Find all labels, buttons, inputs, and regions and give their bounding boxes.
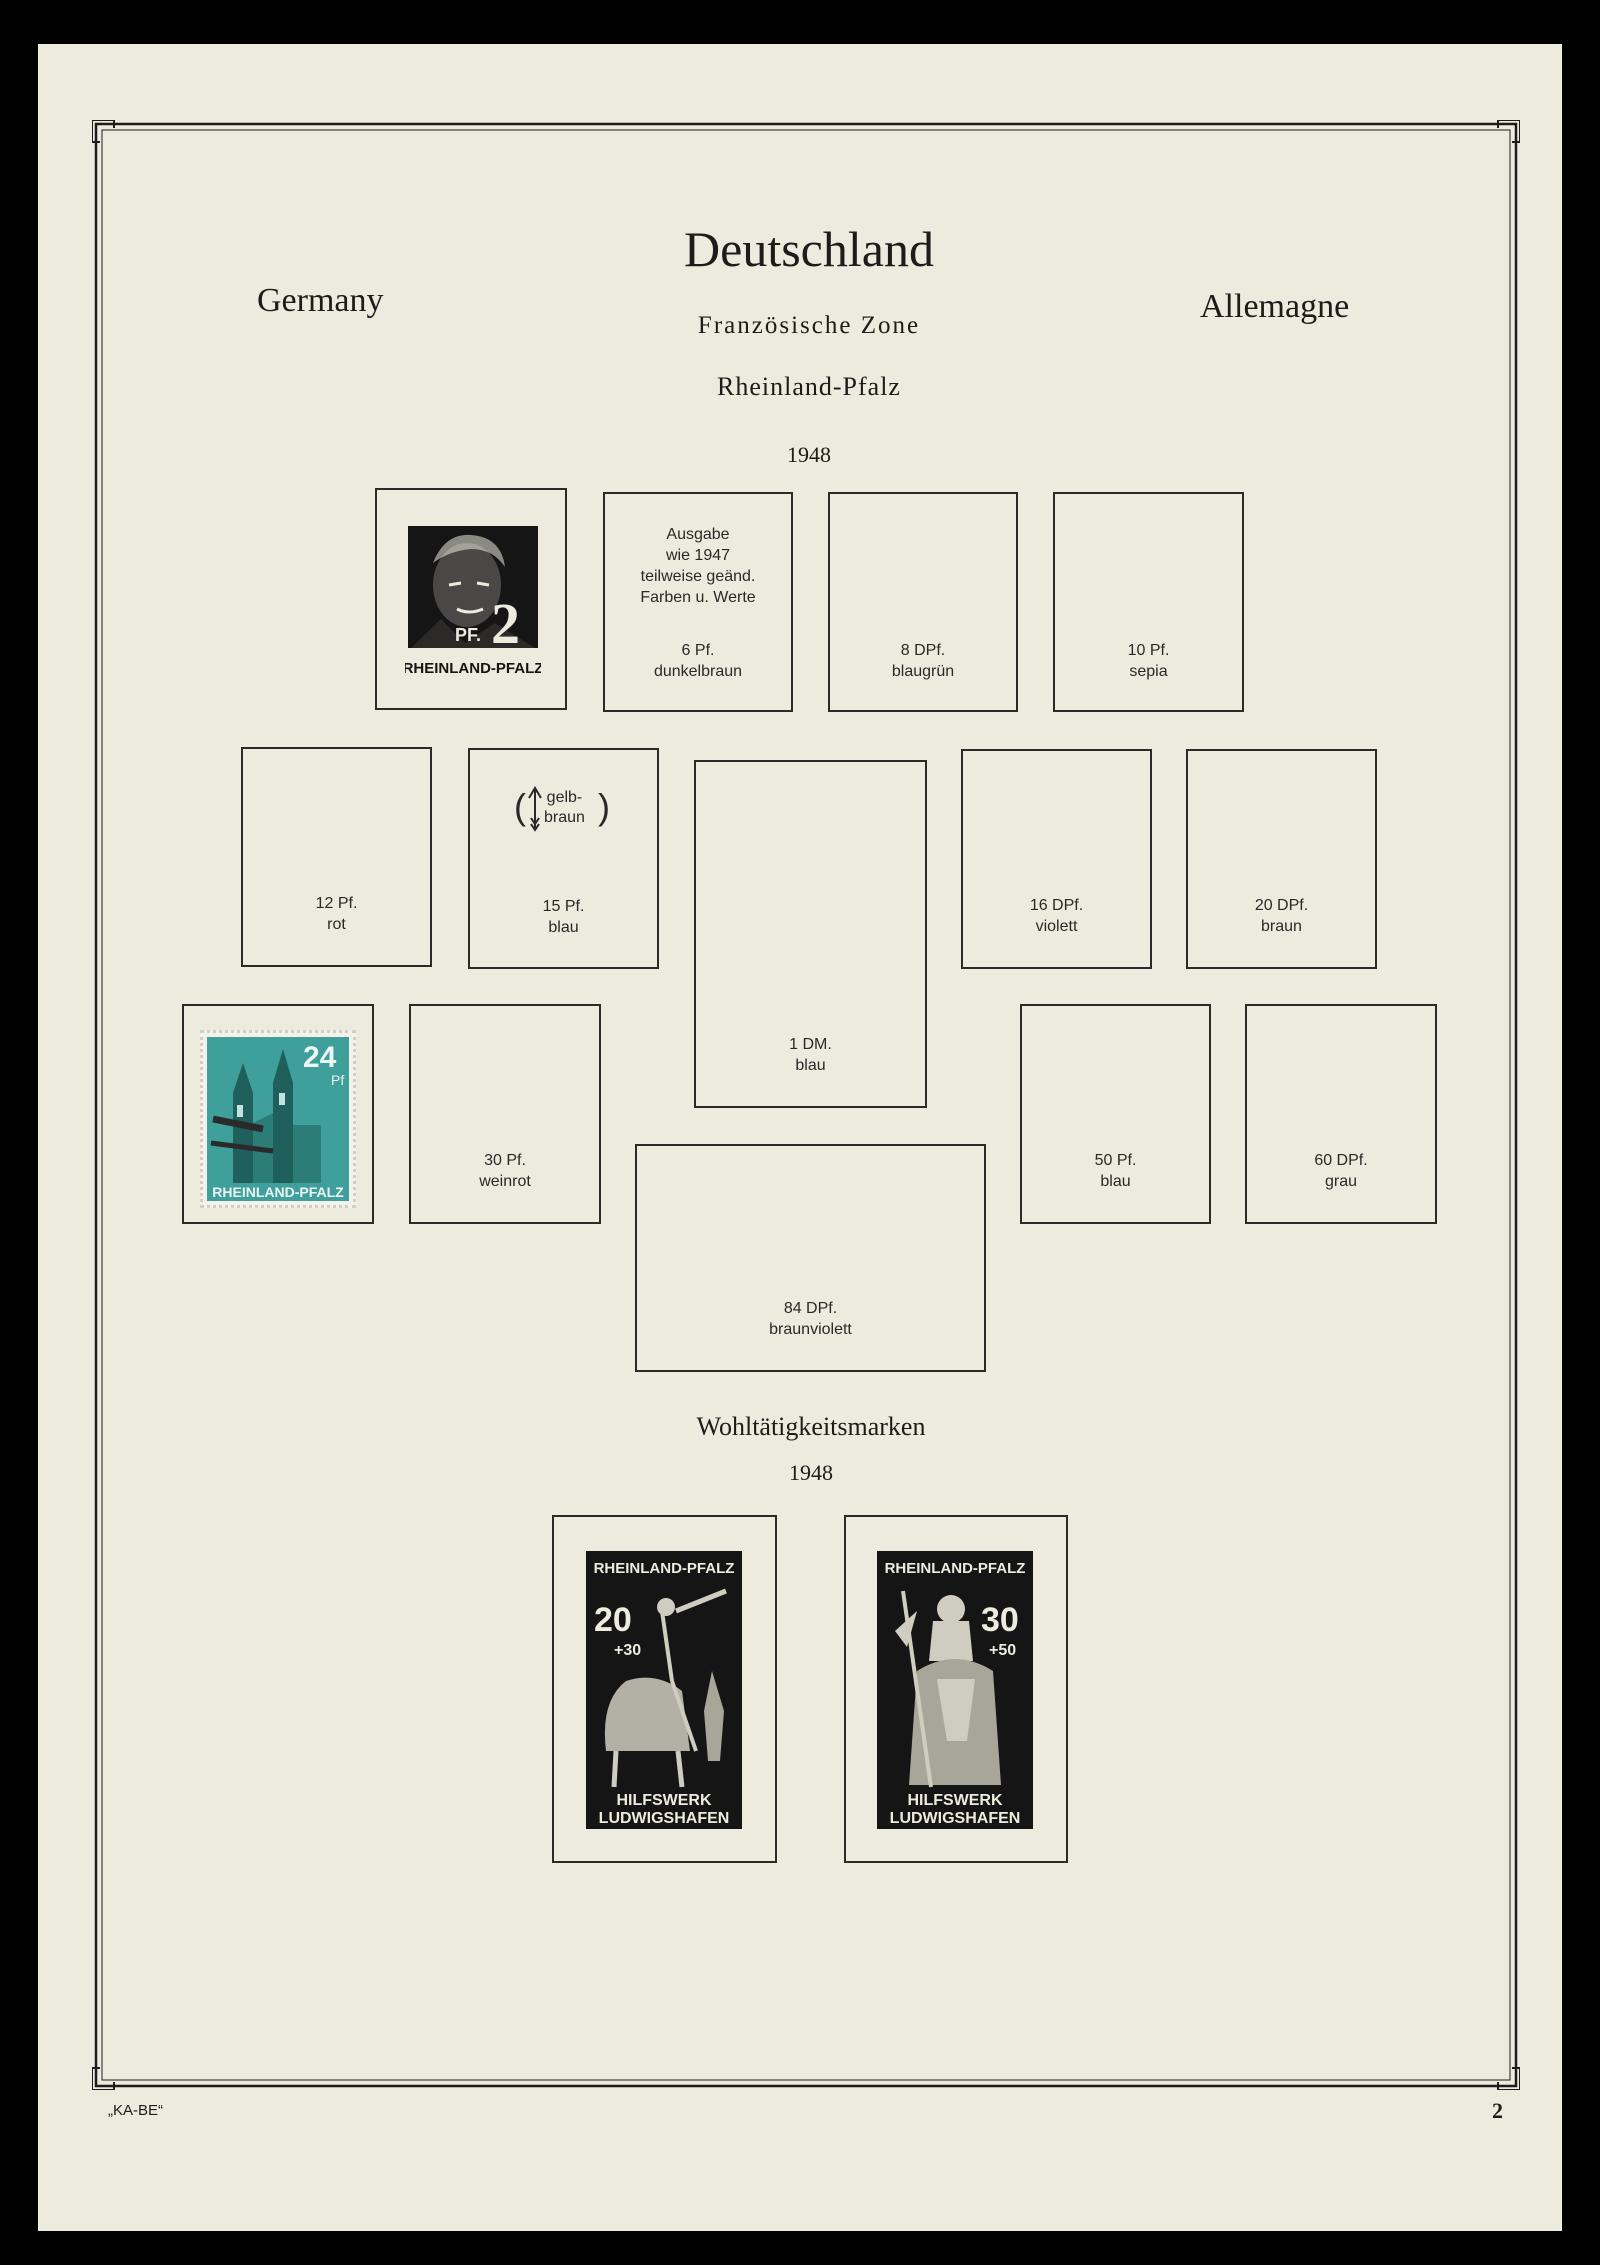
slot-color: rot <box>327 916 346 933</box>
zone-subtitle: Französische Zone <box>697 312 921 339</box>
stamp-denomination: 30 <box>981 1601 1019 1639</box>
page-number: 2 <box>1492 2098 1503 2123</box>
stamp-denomination: 20 <box>594 1601 632 1639</box>
stamp-slot[interactable]: 8 DPf. blaugrün <box>828 492 1018 712</box>
stamp-slot[interactable]: PF. 2 RHEINLAND-PFALZ <box>375 488 567 710</box>
slot-note-line: Ausgabe <box>666 526 730 543</box>
slot-color: blaugrün <box>891 663 955 680</box>
stamp-country-inscription: RHEINLAND-PFALZ <box>885 1560 1026 1577</box>
slot-value: 30 Pf. <box>484 1152 526 1169</box>
left-country-title: Germany <box>257 282 384 319</box>
slot-value: 20 DPf. <box>1254 897 1309 914</box>
stamp-charity-rider: RHEINLAND-PFALZ 20 +30 HILFSWERK LUDWIGS… <box>586 1551 742 1829</box>
page-border-frame <box>91 119 1521 2091</box>
stamp-inscription-line: HILFSWERK <box>616 1792 712 1809</box>
variety-note: ( gelb- braun ) <box>514 786 624 836</box>
arrow-up-icon <box>528 786 542 837</box>
region-subtitle: Rheinland-Pfalz <box>717 372 901 401</box>
stamp-country-inscription: RHEINLAND-PFALZ <box>212 1184 344 1200</box>
stamp-denomination-prefix: PF. <box>455 625 481 645</box>
stamp-inscription-line: LUDWIGSHAFEN <box>599 1810 730 1827</box>
slot-color: braunviolett <box>769 1321 852 1338</box>
stamp-cathedral: 24 Pf RHEINLAND-PFALZ <box>200 1030 356 1208</box>
slot-value: 15 Pf. <box>542 898 585 915</box>
stamp-denomination: 24 <box>303 1041 337 1074</box>
variety-color-line: gelb- <box>546 789 583 806</box>
issue-year: 1948 <box>787 442 831 467</box>
publisher-mark: „KA-BE“ <box>108 2102 164 2119</box>
stamp-slot[interactable]: 12 Pf. rot <box>241 747 432 967</box>
slot-note-line: teilweise geänd. <box>640 568 756 585</box>
stamp-slot[interactable]: RHEINLAND-PFALZ 20 +30 HILFSWERK LUDWIGS… <box>552 1515 777 1863</box>
slot-note-line: wie 1947 <box>665 547 731 564</box>
slot-value: 12 Pf. <box>315 895 358 912</box>
charity-year: 1948 <box>789 1460 833 1485</box>
slot-value: 1 DM. <box>789 1036 832 1053</box>
variety-color-line: braun <box>544 809 585 826</box>
charity-section-title: Wohltätigkeitsmarken <box>696 1412 926 1441</box>
stamp-surcharge: +30 <box>614 1642 641 1659</box>
slot-color: weinrot <box>479 1173 531 1190</box>
slot-color: braun <box>1261 918 1302 935</box>
close-parenthesis: ) <box>598 786 610 827</box>
slot-value: 16 DPf. <box>1029 897 1084 914</box>
slot-note-line: Farben u. Werte <box>640 589 756 606</box>
stamp-slot[interactable]: 30 Pf. weinrot <box>409 1004 601 1224</box>
right-country-title: Allemagne <box>1200 288 1350 325</box>
stamp-country-inscription: RHEINLAND-PFALZ <box>405 660 541 677</box>
slot-color: blau <box>1100 1173 1131 1190</box>
slot-color: grau <box>1324 1173 1358 1190</box>
slot-value: 10 Pf. <box>1127 642 1170 659</box>
stamp-beethoven: PF. 2 RHEINLAND-PFALZ <box>405 523 541 683</box>
stamp-slot[interactable]: 20 DPf. braun <box>1186 749 1377 969</box>
stamp-slot[interactable]: 24 Pf RHEINLAND-PFALZ <box>182 1004 374 1224</box>
stamp-slot-wide[interactable]: 84 DPf. braunviolett <box>635 1144 986 1372</box>
slot-value: 8 DPf. <box>900 642 946 659</box>
stamp-slot[interactable]: ( gelb- braun ) 15 Pf. blau <box>468 748 659 969</box>
stamp-slot[interactable]: 16 DPf. violett <box>961 749 1152 969</box>
slot-color: dunkelbraun <box>653 663 743 680</box>
stamp-slot[interactable]: 50 Pf. blau <box>1020 1004 1211 1224</box>
slot-color: blau <box>548 919 579 936</box>
page-title: Deutschland <box>684 221 934 277</box>
slot-color: blau <box>795 1057 826 1074</box>
slot-value: 84 DPf. <box>783 1300 838 1317</box>
stamp-country-inscription: RHEINLAND-PFALZ <box>594 1560 735 1577</box>
stamp-slot[interactable]: Ausgabe wie 1947 teilweise geänd. Farben… <box>603 492 793 712</box>
stamp-slot[interactable]: 60 DPf. grau <box>1245 1004 1437 1224</box>
slot-color: sepia <box>1129 663 1168 680</box>
slot-color: violett <box>1035 918 1078 935</box>
stamp-inscription-line: LUDWIGSHAFEN <box>890 1810 1021 1827</box>
stamp-charity-christopher: RHEINLAND-PFALZ 30 +50 HILFSWERK LUDWIGS… <box>877 1551 1033 1829</box>
stamp-denomination-unit: Pf <box>331 1072 344 1088</box>
slot-value: 60 DPf. <box>1314 1152 1368 1169</box>
slot-value: 50 Pf. <box>1094 1152 1137 1169</box>
stamp-slot[interactable]: RHEINLAND-PFALZ 30 +50 HILFSWERK LUDWIGS… <box>844 1515 1068 1863</box>
stamp-denomination: 2 <box>491 591 520 656</box>
slot-value: 6 Pf. <box>681 642 715 659</box>
stamp-inscription-line: HILFSWERK <box>907 1792 1003 1809</box>
stamp-slot-large[interactable]: 1 DM. blau <box>694 760 927 1108</box>
open-parenthesis: ( <box>514 786 526 827</box>
stamp-slot[interactable]: 10 Pf. sepia <box>1053 492 1244 712</box>
stamp-surcharge: +50 <box>989 1642 1016 1659</box>
